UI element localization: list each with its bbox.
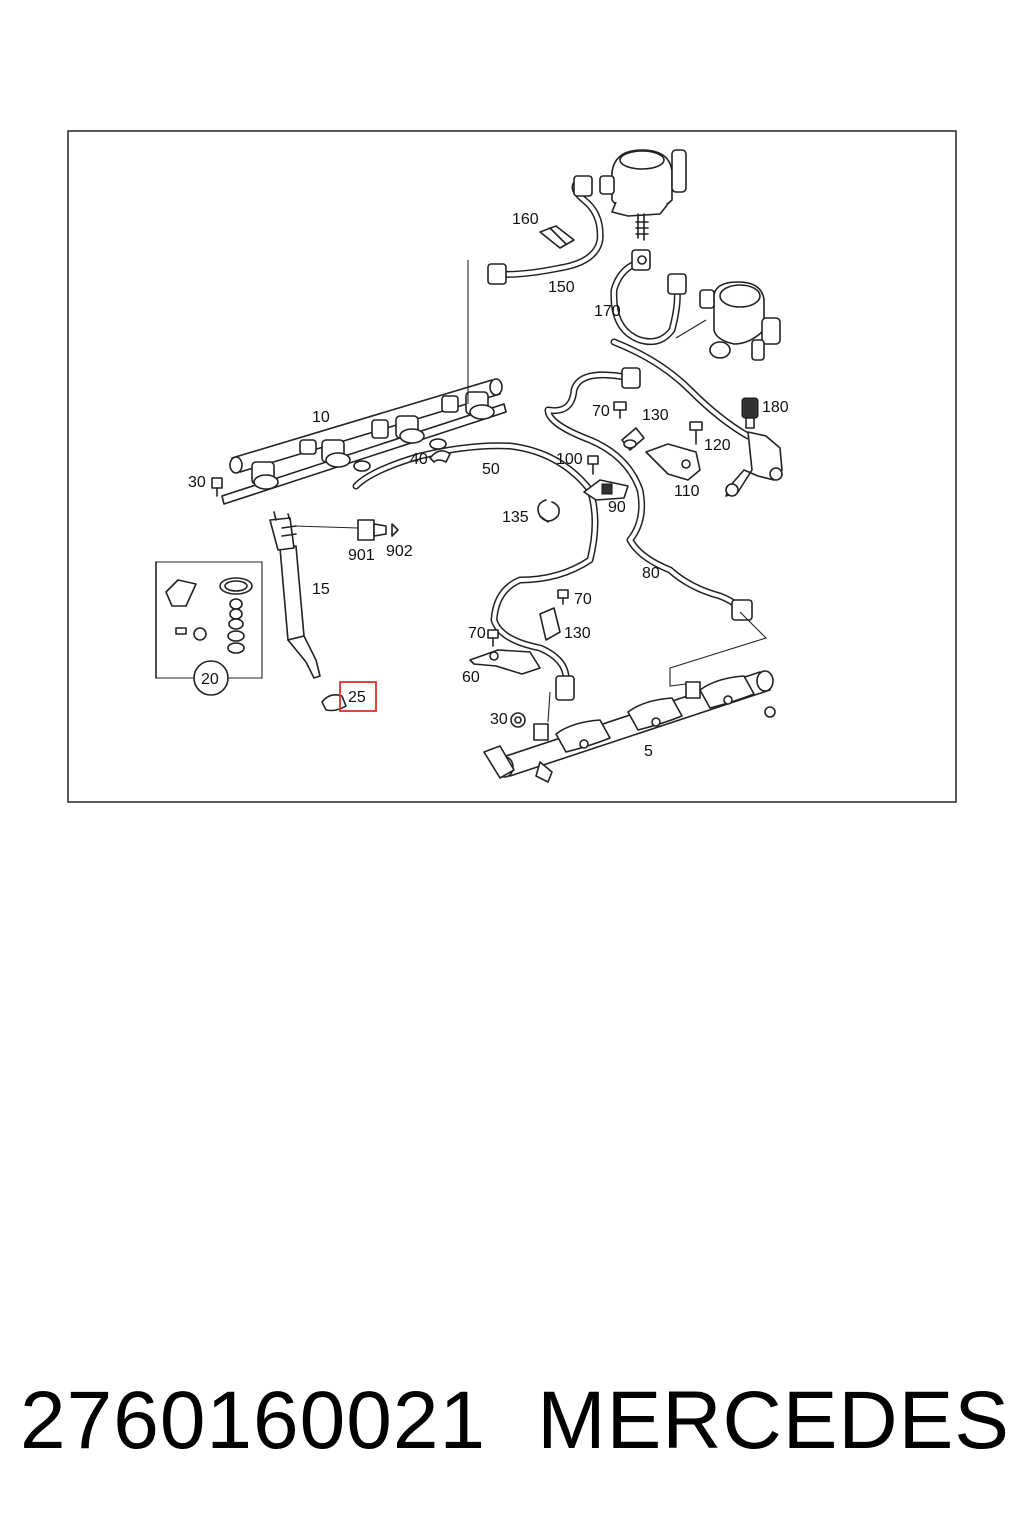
label-10: 10 <box>312 409 330 426</box>
label-80: 80 <box>642 565 660 582</box>
clip-160 <box>539 225 575 249</box>
bolt-30-lower <box>510 712 526 728</box>
high-pressure-pump-right <box>699 281 781 361</box>
bolt-70-clamp-130-lower <box>487 589 569 647</box>
label-100: 100 <box>556 451 583 468</box>
line-fittings <box>487 175 753 701</box>
bolt-70-clamp-130-upper <box>613 401 645 451</box>
label-170: 170 <box>594 303 621 320</box>
label-902: 902 <box>386 543 413 560</box>
label-70-middle: 70 <box>574 591 592 608</box>
label-70-upper: 70 <box>592 403 610 420</box>
label-120: 120 <box>704 437 731 454</box>
bolt-120-bracket-110 <box>645 421 703 481</box>
leader-lines <box>467 260 768 723</box>
injector-15 <box>269 511 321 679</box>
bracket-60 <box>469 649 541 675</box>
label-160: 160 <box>512 211 539 228</box>
label-130-lower: 130 <box>564 625 591 642</box>
label-40: 40 <box>410 451 428 468</box>
clip-135 <box>537 499 560 523</box>
label-180: 180 <box>762 399 789 416</box>
high-pressure-pump-top <box>599 149 687 241</box>
label-130-upper: 130 <box>642 407 669 424</box>
label-70-lower: 70 <box>468 625 486 642</box>
label-15: 15 <box>312 581 330 598</box>
bolt-100-bracket-90 <box>583 455 629 501</box>
seal-kit-20 <box>155 561 263 696</box>
sensor-180-bracket <box>725 397 783 497</box>
highlight-box-25 <box>339 681 377 712</box>
callout-circle-20 <box>193 660 229 696</box>
fuel-rail-10 <box>221 378 507 505</box>
label-25: 25 <box>348 689 366 706</box>
label-30-lower: 30 <box>490 711 508 728</box>
seal-25 <box>321 681 377 712</box>
part-number: 2760160021 <box>20 1375 487 1466</box>
label-901: 901 <box>348 547 375 564</box>
connector-901-902 <box>293 519 399 541</box>
brand-name: MERCEDES <box>537 1375 1010 1466</box>
label-20: 20 <box>201 671 219 688</box>
clip-40 <box>429 450 451 463</box>
label-90: 90 <box>608 499 626 516</box>
label-135: 135 <box>502 509 529 526</box>
label-110: 110 <box>674 483 700 500</box>
bolt-30-upper <box>211 477 223 497</box>
fuel-rail-5 <box>483 670 776 783</box>
product-caption: 2760160021 MERCEDES <box>20 1366 1010 1476</box>
label-150: 150 <box>548 279 575 296</box>
label-50: 50 <box>482 461 500 478</box>
label-5: 5 <box>644 743 653 760</box>
label-30-upper: 30 <box>188 474 206 491</box>
part-number-labels: 5 10 15 20 25 30 30 40 50 60 70 70 70 80… <box>188 211 789 760</box>
label-60: 60 <box>462 669 480 686</box>
diagram-frame <box>67 130 957 803</box>
